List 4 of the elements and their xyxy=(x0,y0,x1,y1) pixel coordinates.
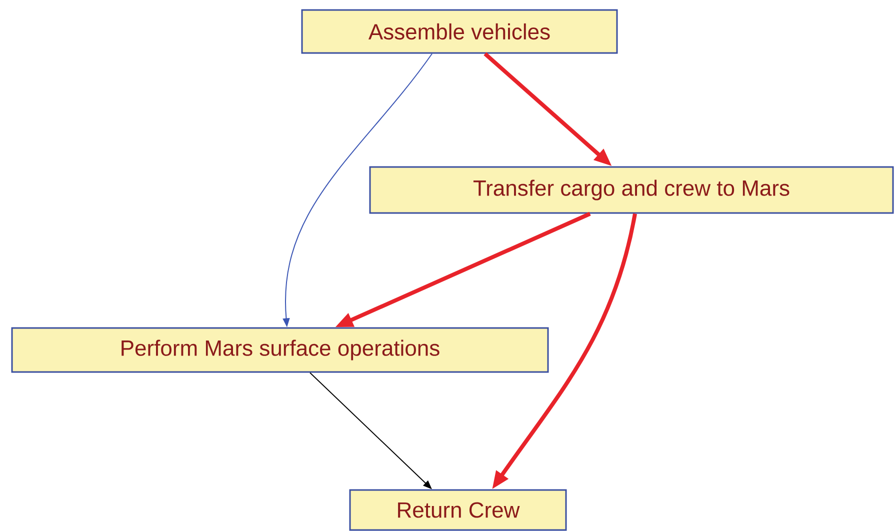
process-box: Perform Mars surface operations xyxy=(11,327,549,373)
process-box: Transfer cargo and crew to Mars xyxy=(369,166,894,214)
process-box: Return Crew xyxy=(349,489,567,531)
process-box: Assemble vehicles xyxy=(301,9,618,54)
